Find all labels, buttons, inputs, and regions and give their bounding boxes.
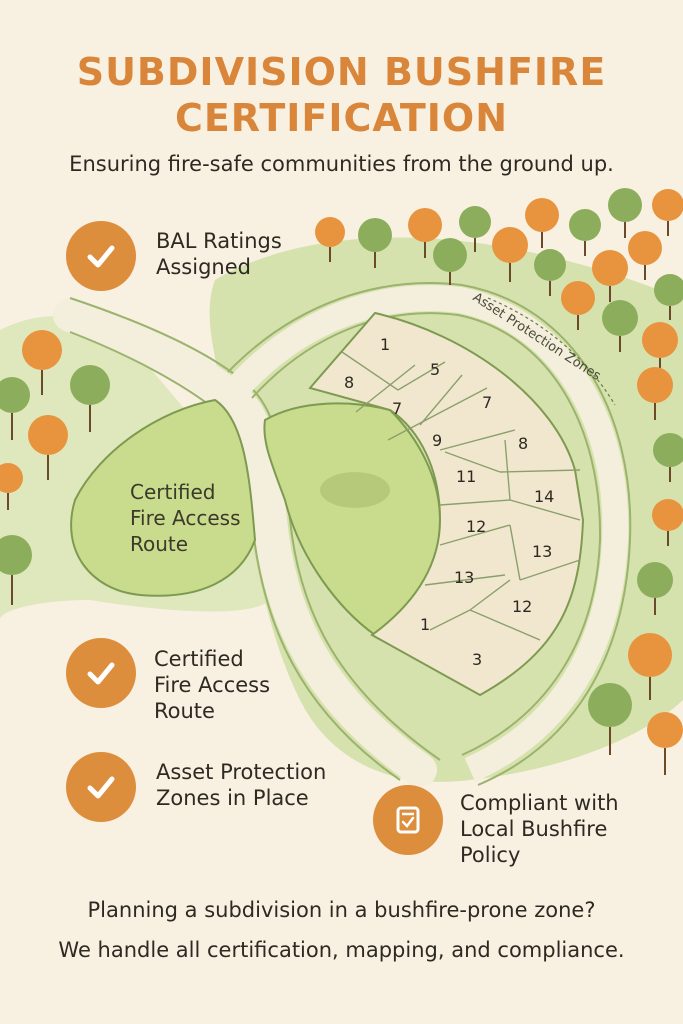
lot-numbers: 1 5 8 7 7 9 8 11 14 12 13 13 12 1 3 xyxy=(344,335,554,669)
tree-icon xyxy=(602,300,638,352)
tree-icon xyxy=(358,218,392,268)
lot-number: 7 xyxy=(482,393,492,412)
tree-icon xyxy=(492,227,528,282)
cta-question: Planning a subdivision in a bushfire-pro… xyxy=(87,898,596,922)
tree-icon xyxy=(315,217,345,262)
road-main xyxy=(53,298,437,787)
access-route-park xyxy=(70,398,257,597)
feature-label-line: Fire Access xyxy=(154,673,271,697)
feature-asset-protection-zones: Asset Protection Zones in Place xyxy=(156,759,326,811)
feature-label-line: Route xyxy=(154,699,215,723)
feature-bushfire-policy: Compliant with Local Bushfire Policy xyxy=(460,790,619,868)
tree-icon xyxy=(628,231,662,280)
lot-number: 9 xyxy=(432,431,442,450)
lot-number: 3 xyxy=(472,650,482,669)
lot-number: 7 xyxy=(392,399,402,418)
feature-bal-ratings: BAL Ratings Assigned xyxy=(156,228,282,280)
check-icon xyxy=(66,221,136,291)
feature-label-line: Certified xyxy=(154,647,244,671)
tree-icon xyxy=(525,198,559,248)
tree-icon xyxy=(534,249,566,296)
lot-number: 13 xyxy=(454,568,474,587)
route-label-line: Certified xyxy=(130,480,216,504)
tree-icon xyxy=(637,367,673,420)
route-label-line: Fire Access xyxy=(130,506,241,530)
tree-icon xyxy=(22,330,62,395)
trees xyxy=(0,188,683,775)
tree-icon xyxy=(459,206,491,252)
tree-icon xyxy=(652,189,683,236)
lot-number: 11 xyxy=(456,467,476,486)
tree-icon xyxy=(637,562,673,615)
lot-lines xyxy=(341,351,581,641)
lot-number: 14 xyxy=(534,487,554,506)
feature-label-line: BAL Ratings xyxy=(156,229,282,253)
tree-icon xyxy=(408,208,442,258)
feature-label-line: Asset Protection xyxy=(156,760,327,784)
feature-label-line: Local Bushfire xyxy=(460,817,608,841)
tree-icon xyxy=(628,633,672,700)
tree-icon xyxy=(433,238,467,285)
lot-number: 8 xyxy=(344,373,354,392)
tree-icon xyxy=(654,274,683,320)
road-ring-edge-outer xyxy=(227,282,632,786)
pond xyxy=(320,472,390,508)
tree-icon xyxy=(588,683,632,755)
route-label-line: Route xyxy=(130,532,189,556)
feature-fire-access-route: Certified Fire Access Route xyxy=(154,646,270,724)
tree-icon xyxy=(561,281,595,330)
tree-icon xyxy=(0,377,30,440)
document-check-icon xyxy=(373,785,443,855)
tree-icon xyxy=(70,365,110,432)
tree-icon xyxy=(592,250,628,302)
road-ring-edge-inner xyxy=(251,312,602,756)
apz-boundary-line xyxy=(487,297,616,406)
tree-icon xyxy=(608,188,642,238)
feature-label-line: Zones in Place xyxy=(156,786,309,810)
lot-number: 13 xyxy=(532,542,552,561)
tree-icon xyxy=(653,433,683,482)
check-icon xyxy=(66,638,136,708)
road-ring xyxy=(230,285,629,782)
tree-icon xyxy=(0,535,32,605)
lot-number: 12 xyxy=(512,597,532,616)
page-title-line1: SUBDIVISION BUSHFIRE xyxy=(76,50,607,94)
feature-label-line: Policy xyxy=(460,843,521,867)
lot-number: 5 xyxy=(430,360,440,379)
access-route-map-label: Certified Fire Access Route xyxy=(130,479,241,557)
feature-label-line: Compliant with xyxy=(460,791,619,815)
lot-number: 1 xyxy=(420,615,430,634)
tree-icon xyxy=(647,712,683,775)
page-subtitle: Ensuring fire-safe communities from the … xyxy=(69,152,614,176)
lot-number: 8 xyxy=(518,434,528,453)
feature-label-line: Assigned xyxy=(156,255,251,279)
tree-icon xyxy=(569,209,601,256)
lot-number: 1 xyxy=(380,335,390,354)
tree-icon xyxy=(28,415,68,480)
cta-statement: We handle all certification, mapping, an… xyxy=(58,938,625,962)
tree-icon xyxy=(652,499,683,546)
page-title-line2: CERTIFICATION xyxy=(174,96,509,140)
lot-number: 12 xyxy=(466,517,486,536)
check-icon xyxy=(66,752,136,822)
tree-icon xyxy=(0,463,23,510)
